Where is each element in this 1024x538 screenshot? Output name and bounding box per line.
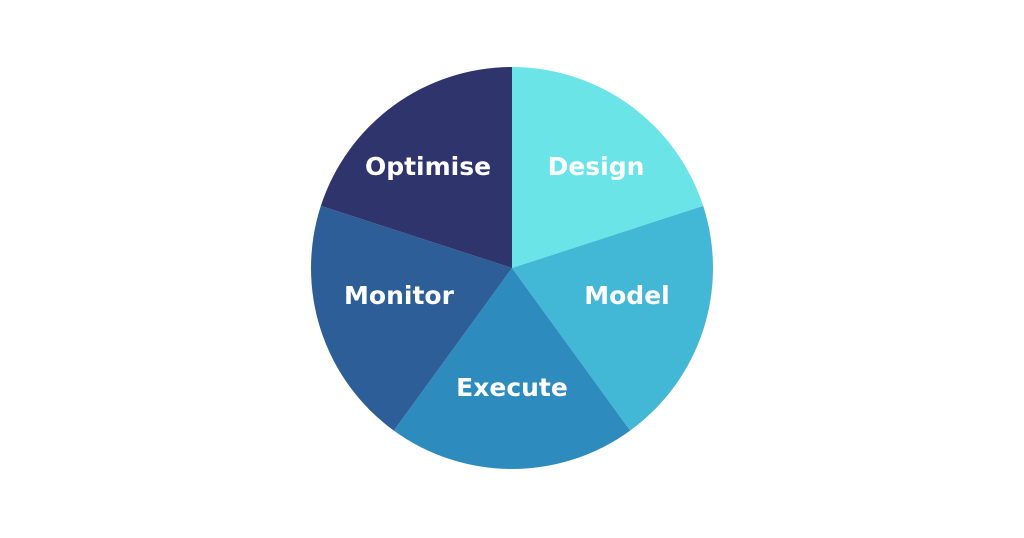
labels-group: Design Model Execute Monitor Optimise <box>344 152 670 402</box>
segment-label-execute: Execute <box>456 373 568 402</box>
segment-label-monitor: Monitor <box>344 281 455 310</box>
segment-model <box>512 205 713 431</box>
segment-execute <box>393 268 631 469</box>
segment-design <box>512 67 704 268</box>
segments-group <box>311 67 713 469</box>
segment-label-model: Model <box>584 281 669 310</box>
segment-label-design: Design <box>548 152 645 181</box>
segment-label-optimise: Optimise <box>365 152 491 181</box>
segment-monitor <box>311 205 512 431</box>
segment-optimise <box>320 67 512 268</box>
